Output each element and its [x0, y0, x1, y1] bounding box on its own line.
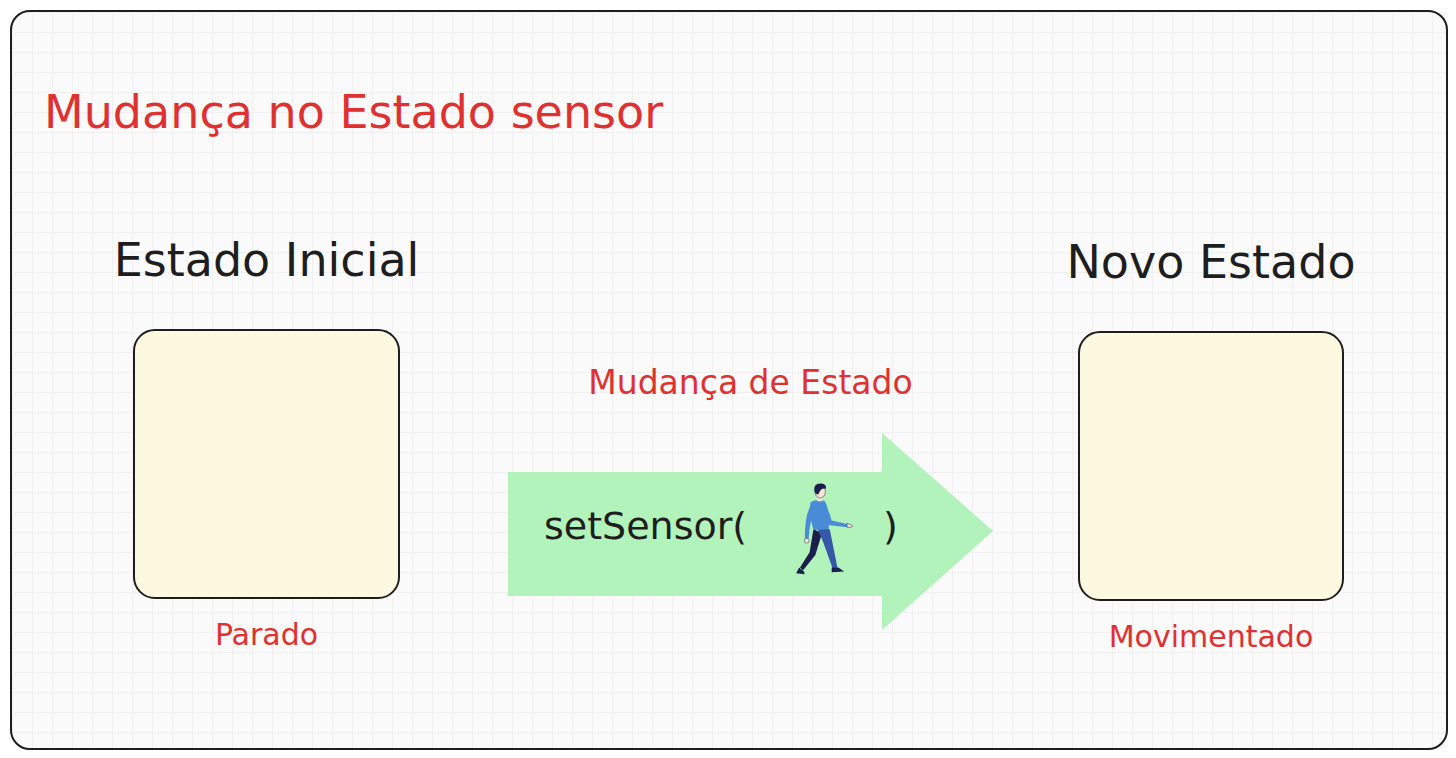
- state-box-outline: [133, 329, 400, 599]
- state-box-outline: [1078, 331, 1344, 601]
- state-heading: Estado Inicial: [114, 234, 420, 287]
- state-name: Parado: [215, 618, 318, 653]
- walking-person-icon: [796, 484, 853, 575]
- state-box: Novo EstadoMovimentado: [1078, 331, 1344, 601]
- state-box: Estado InicialParado: [133, 329, 400, 599]
- state-transition-arrow: [508, 433, 993, 630]
- diagram-title: Mudança no Estado sensor: [44, 86, 663, 139]
- transition-label: Mudança de Estado: [588, 364, 912, 402]
- code-text: ): [883, 505, 898, 549]
- state-heading: Novo Estado: [1066, 236, 1355, 289]
- code-text: setSensor(: [544, 505, 747, 549]
- state-name: Movimentado: [1109, 620, 1314, 655]
